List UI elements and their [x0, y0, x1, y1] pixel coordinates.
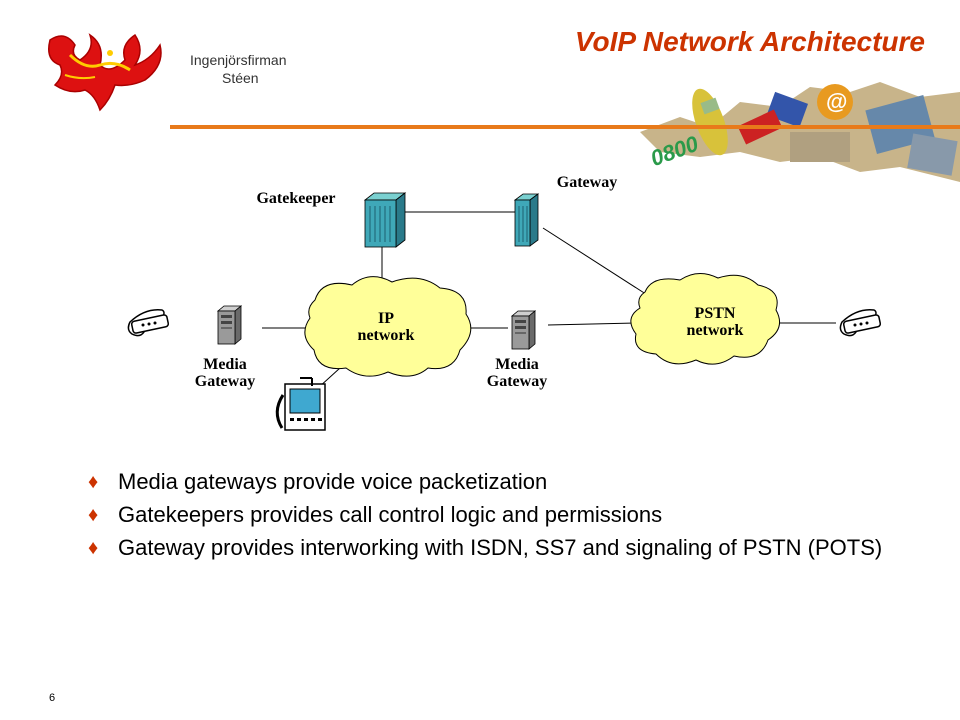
svg-text:@: @: [826, 89, 847, 114]
telephone-left-icon: [127, 309, 170, 337]
bullet-text: Gatekeepers provides call control logic …: [118, 502, 663, 527]
diamond-bullet-icon: ♦: [88, 537, 99, 559]
network-diagram: [127, 192, 882, 431]
ip-phone-icon: [275, 377, 326, 431]
label-ip-network-line1: IP: [378, 310, 394, 327]
bullet-text: Gateway provides interworking with ISDN,…: [118, 535, 883, 560]
header-rule: [170, 125, 960, 129]
bullet-item: ♦ Gateway provides interworking with ISDN…: [88, 534, 888, 561]
telephone-right-icon: [839, 309, 882, 337]
link-gateway-pstn: [542, 227, 653, 299]
label-media-gateway-left-line1: Media: [203, 356, 247, 373]
bullet-text: Media gateways provide voice packetizati…: [118, 469, 548, 494]
diamond-bullet-icon: ♦: [88, 471, 99, 493]
pstn-network-cloud: [630, 273, 781, 365]
media-gateway-left-icon: [216, 305, 243, 345]
label-pstn-network-line1: PSTN: [694, 305, 736, 322]
label-media-gateway-right-line1: Media: [495, 356, 539, 373]
ip-network-cloud: [304, 276, 472, 377]
slide-title: VoIP Network Architecture: [574, 26, 925, 57]
dragon-logo-icon: [48, 33, 162, 112]
diamond-bullet-icon: ♦: [88, 504, 99, 526]
label-ip-network-line2: network: [357, 327, 415, 344]
media-gateway-right-icon: [510, 310, 537, 350]
label-gateway: Gateway: [556, 174, 618, 191]
bullet-item: ♦ Media gateways provide voice packetizat…: [88, 468, 888, 495]
telecom-collage-image: @ 0800: [640, 82, 960, 182]
gatekeeper-server-icon: [363, 192, 407, 248]
label-media-gateway-right-line2: Gateway: [486, 373, 548, 390]
label-media-gateway-left-line2: Gateway: [194, 373, 256, 390]
bullet-item: ♦ Gatekeepers provides call control logic…: [88, 501, 888, 528]
label-pstn-network-line2: network: [686, 322, 744, 339]
page-number: 6: [49, 692, 56, 704]
logo-text-line1: Ingenjörsfirman: [190, 52, 287, 68]
logo-text-line2: Stéen: [222, 70, 259, 86]
gateway-server-icon: [513, 193, 540, 247]
link-mg-right-pstn: [547, 322, 639, 326]
bullet-list: ♦ Media gateways provide voice packetizat…: [88, 468, 888, 567]
label-gatekeeper: Gatekeeper: [256, 190, 336, 207]
